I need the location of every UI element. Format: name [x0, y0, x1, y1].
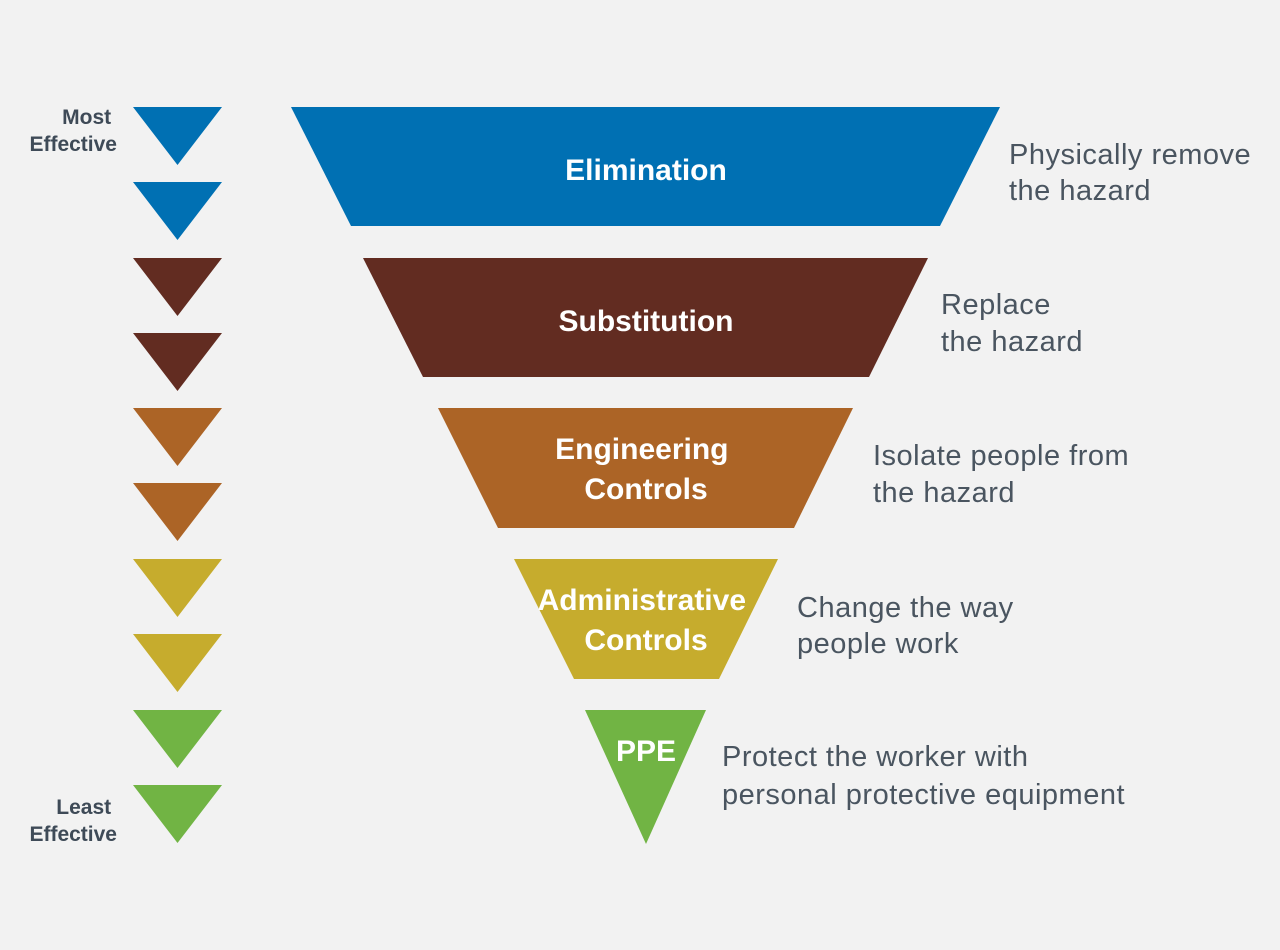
tier-elimination: Elimination Physically remove the hazard: [291, 107, 1260, 226]
tier-administrative-controls-description: Change the way people work: [797, 592, 1022, 660]
tier-elimination-label-line-1: Elimination: [565, 154, 727, 187]
tier-administrative-controls-description-line-2: people work: [797, 628, 959, 660]
tier-engineering-controls-shape: [438, 408, 853, 528]
scale-arrow-ppe-2: [133, 785, 222, 843]
tier-substitution-label-line-1: Substitution: [559, 305, 734, 338]
most-effective-label: Most Effective: [29, 106, 117, 156]
scale-arrow-engineering-2: [133, 483, 222, 541]
scale-arrow-substitution-2: [133, 333, 222, 391]
tier-engineering-controls: Engineering Controls Isolate people from…: [438, 408, 1138, 528]
tier-administrative-controls: Administrative Controls Change the way p…: [514, 559, 1022, 679]
tier-substitution: Substitution Replace the hazard: [363, 258, 1083, 377]
least-effective-label: Least Effective: [29, 796, 117, 846]
tier-ppe: PPE Protect the worker with personal pro…: [585, 710, 1125, 844]
most-effective-label-line-2: Effective: [29, 133, 117, 156]
tier-ppe-label-line-1: PPE: [616, 735, 676, 768]
tier-administrative-controls-label-line-1: Administrative: [538, 584, 746, 617]
tier-engineering-controls-description: Isolate people from the hazard: [873, 440, 1138, 509]
tier-substitution-shape: [363, 258, 928, 377]
scale-arrow-elimination-1: [133, 107, 222, 165]
tier-administrative-controls-label-line-2: Controls: [584, 624, 707, 657]
tier-ppe-shape: [585, 710, 706, 844]
scale-arrows: [133, 107, 222, 843]
tier-elimination-description: Physically remove the hazard: [1009, 139, 1260, 207]
scale-arrow-administrative-1: [133, 559, 222, 617]
tier-engineering-controls-description-line-1: Isolate people from: [873, 440, 1129, 472]
tier-ppe-description-line-1: Protect the worker with: [722, 741, 1028, 773]
tier-substitution-description-line-1: Replace: [941, 289, 1051, 321]
tier-substitution-label: Substitution: [559, 305, 734, 338]
tier-elimination-label: Elimination: [565, 154, 727, 187]
effectiveness-scale: Most Effective Least Effective: [29, 106, 222, 846]
tier-engineering-controls-label-line-2: Controls: [584, 473, 707, 506]
tier-administrative-controls-description-line-1: Change the way: [797, 592, 1014, 624]
tier-ppe-description: Protect the worker with personal protect…: [722, 741, 1125, 811]
most-effective-label-line-1: Most: [62, 106, 111, 129]
tier-substitution-description: Replace the hazard: [941, 289, 1083, 358]
tier-engineering-controls-label: Engineering Controls: [555, 433, 737, 506]
least-effective-label-line-2: Effective: [29, 823, 117, 846]
scale-arrow-ppe-1: [133, 710, 222, 768]
scale-arrow-substitution-1: [133, 258, 222, 316]
tier-substitution-description-line-2: the hazard: [941, 326, 1083, 358]
tier-engineering-controls-label-line-1: Engineering: [555, 433, 728, 466]
inverted-pyramid: Elimination Physically remove the hazard…: [291, 107, 1260, 844]
scale-arrow-elimination-2: [133, 182, 222, 240]
tier-engineering-controls-description-line-2: the hazard: [873, 477, 1015, 509]
tier-administrative-controls-label: Administrative Controls: [538, 584, 755, 657]
scale-arrow-administrative-2: [133, 634, 222, 692]
tier-elimination-description-line-2: the hazard: [1009, 175, 1151, 207]
tier-ppe-description-line-2: personal protective equipment: [722, 779, 1125, 811]
tier-elimination-description-line-1: Physically remove: [1009, 139, 1251, 171]
tier-administrative-controls-shape: [514, 559, 778, 679]
scale-arrow-engineering-1: [133, 408, 222, 466]
tier-ppe-label: PPE: [616, 735, 676, 768]
tier-elimination-shape: [291, 107, 1000, 226]
least-effective-label-line-1: Least: [56, 796, 111, 819]
